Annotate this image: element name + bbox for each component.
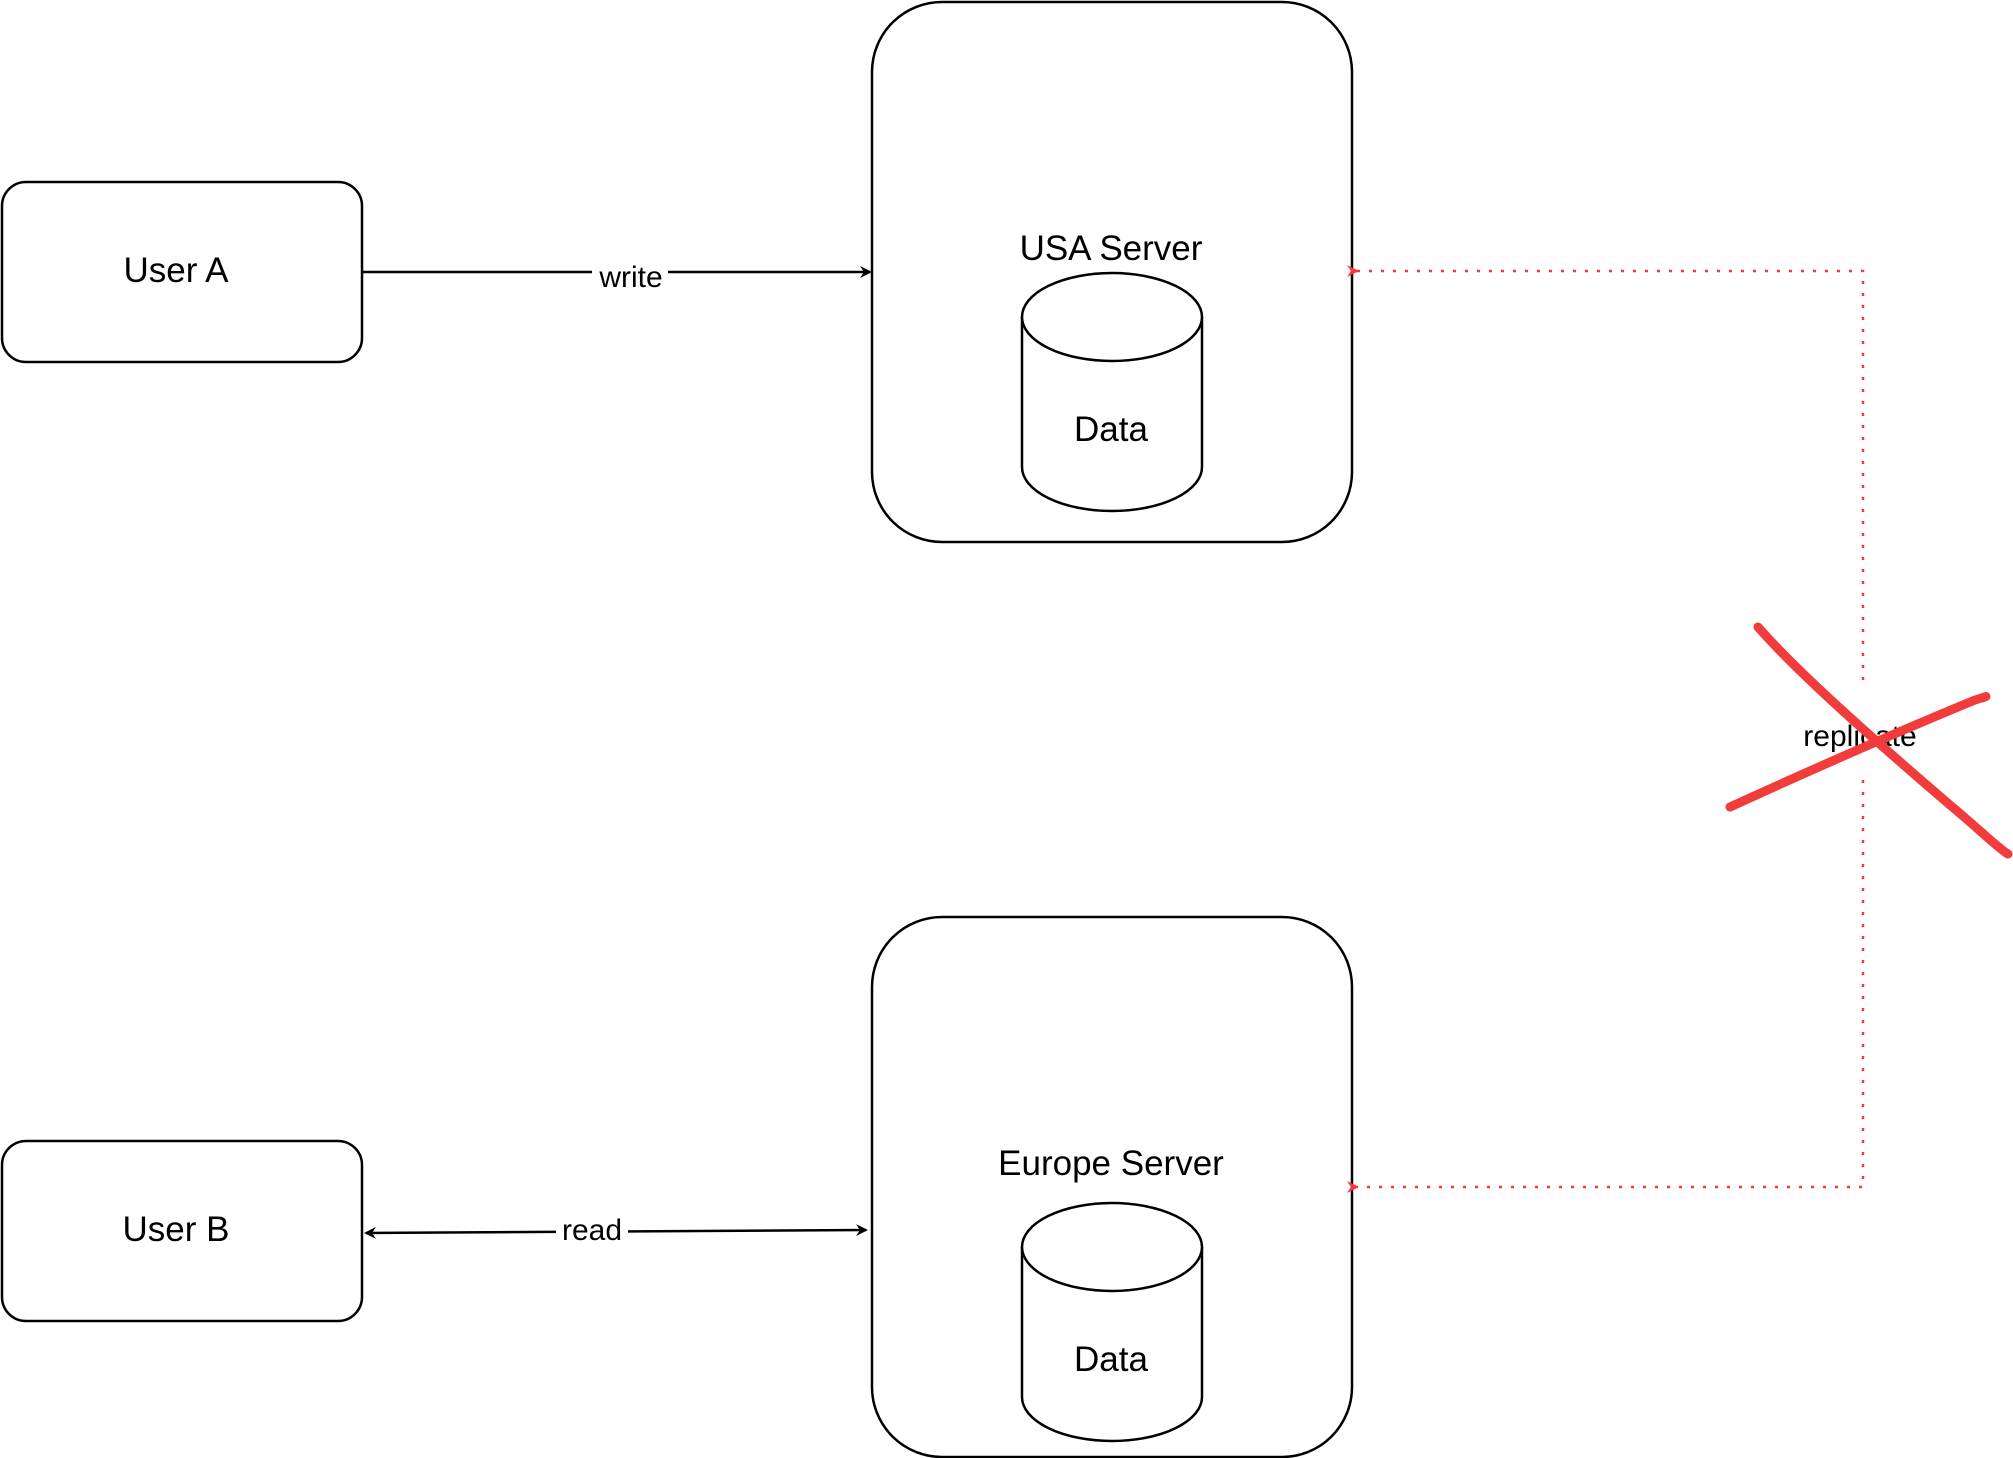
user-b-label: User B	[123, 1210, 230, 1249]
usa-server-label: USA Server	[1020, 229, 1203, 268]
read-edge: read	[364, 1214, 868, 1248]
europe-server-label: Europe Server	[998, 1144, 1224, 1183]
cross-mark-icon	[1725, 622, 2013, 859]
read-edge-label: read	[562, 1214, 622, 1247]
write-edge: write	[363, 258, 872, 294]
europe-database-icon	[1020, 1201, 1204, 1443]
write-edge-label: write	[598, 261, 662, 294]
usa-database-label: Data	[1074, 410, 1148, 449]
europe-database-label: Data	[1074, 1340, 1148, 1379]
user-b-node: User B	[0, 1139, 364, 1323]
replicate-edge: replicate	[1347, 265, 1917, 1193]
user-a-node: User A	[0, 180, 364, 364]
usa-database-icon	[1020, 271, 1204, 513]
usa-server-node: USA Server Data	[870, 0, 1354, 544]
user-a-label: User A	[123, 251, 229, 290]
europe-server-node: Europe Server Data	[870, 915, 1354, 1458]
